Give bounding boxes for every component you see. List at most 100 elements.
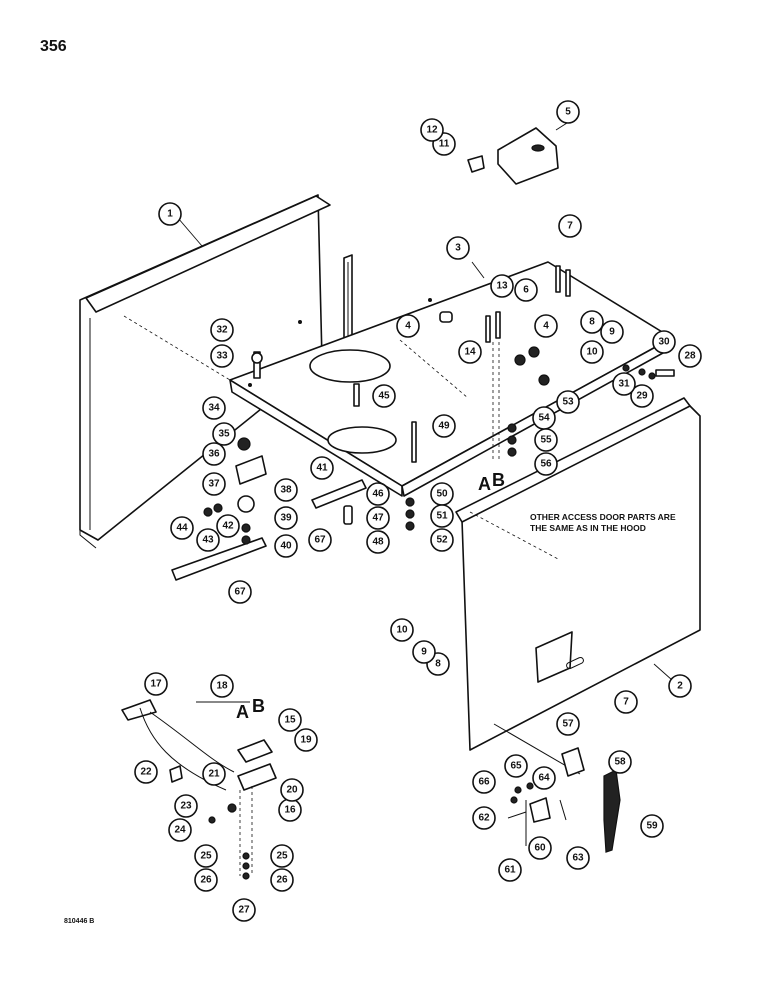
- callout-label: 67: [234, 587, 246, 598]
- callout-label: 20: [286, 785, 298, 796]
- callout-label: 10: [586, 347, 598, 358]
- callout-label: 53: [562, 397, 574, 408]
- callout-1: 1: [158, 202, 182, 226]
- callout-label: 23: [180, 801, 192, 812]
- callout-50: 50: [430, 482, 454, 506]
- callout-54: 54: [532, 406, 556, 430]
- callout-label: 60: [534, 843, 546, 854]
- callout-65: 65: [504, 754, 528, 778]
- callout-45: 45: [372, 384, 396, 408]
- callout-label: 37: [208, 479, 220, 490]
- callout-67a: 67: [308, 528, 332, 552]
- callout-label: 28: [684, 351, 696, 362]
- callout-label: 42: [222, 521, 234, 532]
- callout-2: 2: [668, 674, 692, 698]
- callout-label: 15: [284, 715, 296, 726]
- callout-label: 66: [478, 777, 490, 788]
- main-access-plate: [229, 261, 673, 497]
- callout-label: 55: [540, 435, 552, 446]
- callout-label: 63: [572, 853, 584, 864]
- callout-35: 35: [212, 422, 236, 446]
- callout-label: 10: [396, 625, 408, 636]
- callout-label: 24: [174, 825, 186, 836]
- callout-label: 27: [238, 905, 250, 916]
- callout-19: 19: [294, 728, 318, 752]
- callout-label: 65: [510, 761, 522, 772]
- callout-label: 6: [523, 285, 529, 296]
- callout-label: 46: [372, 489, 384, 500]
- section-mark-b: B: [492, 470, 505, 490]
- callout-label: 44: [176, 523, 188, 534]
- callout-63: 63: [566, 846, 590, 870]
- callout-label: 4: [405, 321, 411, 332]
- latch-assembly: [493, 723, 621, 853]
- callout-26a: 26: [194, 868, 218, 892]
- callout-label: 50: [436, 489, 448, 500]
- channel-lower: [171, 479, 367, 581]
- callout-7b: 7: [614, 690, 638, 714]
- callout-label: 2: [677, 681, 683, 692]
- callout-label: 3: [455, 243, 461, 254]
- callout-label: 8: [589, 317, 595, 328]
- callout-31: 31: [612, 372, 636, 396]
- callout-label: 54: [538, 413, 550, 424]
- callout-label: 26: [200, 875, 212, 886]
- callout-label: 25: [200, 851, 212, 862]
- callout-label: 5: [565, 107, 571, 118]
- callout-label: 67: [314, 535, 326, 546]
- callout-28: 28: [678, 344, 702, 368]
- callout-15: 15: [278, 708, 302, 732]
- callout-3: 3: [446, 236, 470, 260]
- callout-label: 62: [478, 813, 490, 824]
- callout-label: 29: [636, 391, 648, 402]
- callout-label: 4: [543, 321, 549, 332]
- callout-16: 16: [278, 798, 302, 822]
- callout-label: 40: [280, 541, 292, 552]
- callout-40: 40: [274, 534, 298, 558]
- callout-41: 41: [310, 456, 334, 480]
- section-mark-a: A: [478, 474, 491, 494]
- callout-47: 47: [366, 506, 390, 530]
- callout-33: 33: [210, 344, 234, 368]
- callout-38: 38: [274, 478, 298, 502]
- callout-39: 39: [274, 506, 298, 530]
- callout-label: 38: [280, 485, 292, 496]
- callout-48: 48: [366, 530, 390, 554]
- callout-label: 30: [658, 337, 670, 348]
- callout-label: 7: [567, 221, 573, 232]
- callout-18: 18: [210, 674, 234, 698]
- callout-44: 44: [170, 516, 194, 540]
- callout-label: 17: [150, 679, 162, 690]
- callout-8a: 8: [580, 310, 604, 334]
- callout-62: 62: [472, 806, 496, 830]
- callout-26b: 26: [270, 868, 294, 892]
- callout-label: 64: [538, 773, 550, 784]
- callout-label: 21: [208, 769, 220, 780]
- callout-label: 8: [435, 659, 441, 670]
- callout-label: 45: [378, 391, 390, 402]
- callout-56: 56: [534, 452, 558, 476]
- callout-27: 27: [232, 898, 256, 922]
- callout-25a: 25: [194, 844, 218, 868]
- section-mark-a-detail: A: [236, 702, 249, 722]
- callout-label: 35: [218, 429, 230, 440]
- callout-58: 58: [608, 750, 632, 774]
- callout-label: 51: [436, 511, 448, 522]
- callout-label: 13: [496, 281, 508, 292]
- callout-32: 32: [210, 318, 234, 342]
- callout-66: 66: [472, 770, 496, 794]
- callout-5: 5: [556, 100, 580, 124]
- callout-46: 46: [366, 482, 390, 506]
- callout-12: 12: [420, 118, 444, 142]
- callout-29: 29: [630, 384, 654, 408]
- drawing-code: 810446 B: [64, 918, 95, 925]
- callout-49: 49: [432, 414, 456, 438]
- section-marks: A B A B: [236, 470, 505, 722]
- callout-37: 37: [202, 472, 226, 496]
- callout-4a: 4: [396, 314, 420, 338]
- access-cover: [467, 127, 559, 185]
- callout-59: 59: [640, 814, 664, 838]
